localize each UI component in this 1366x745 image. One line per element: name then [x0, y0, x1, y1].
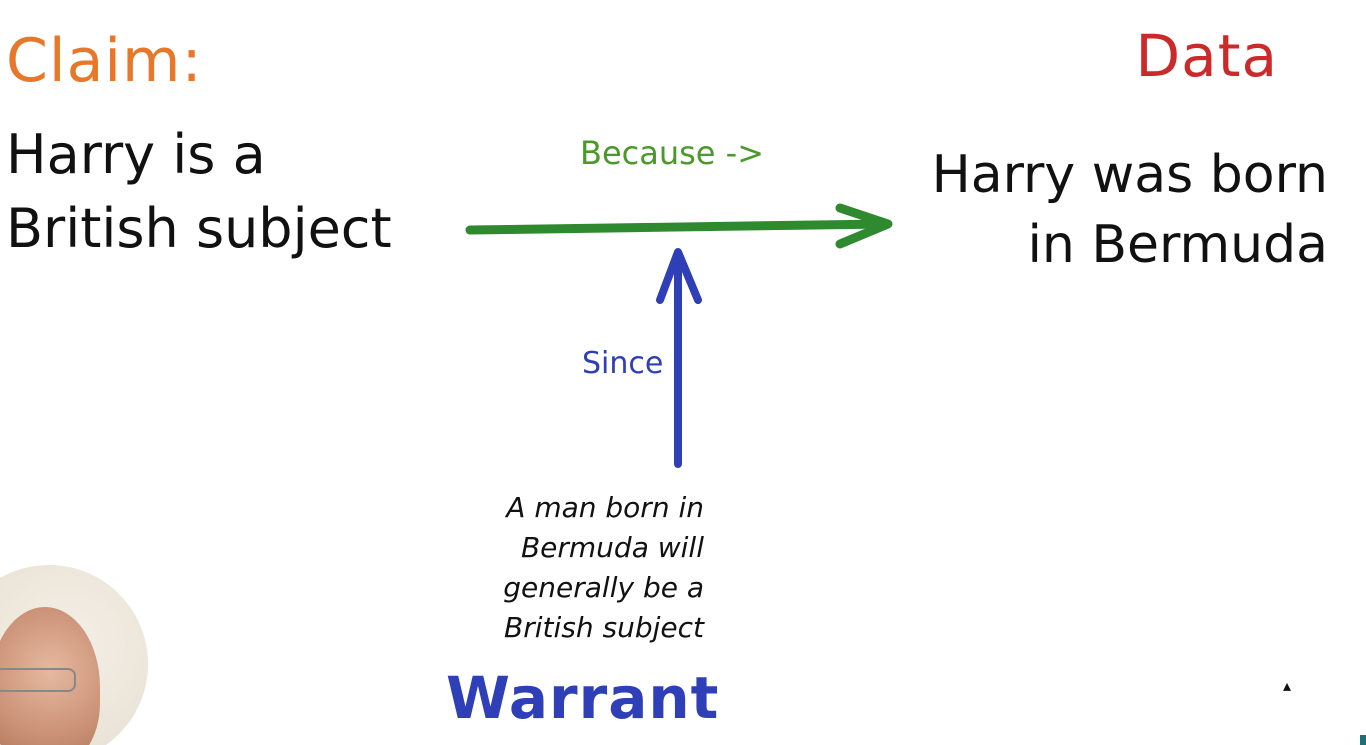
- warrant-line-4: British subject: [504, 611, 704, 644]
- presenter-face: [0, 607, 100, 745]
- claim-line-1: Harry is a: [6, 123, 266, 186]
- warrant-heading: Warrant: [446, 664, 720, 732]
- claim-line-2: British subject: [6, 197, 392, 260]
- corner-marker: [1360, 735, 1366, 745]
- since-label: Since: [582, 346, 664, 381]
- data-text: Harry was born in Bermuda: [932, 140, 1328, 280]
- data-heading: Data: [1135, 22, 1278, 90]
- because-label: Because ->: [580, 134, 765, 172]
- warrant-line-1: A man born in: [506, 491, 704, 524]
- glasses-icon: [0, 668, 76, 692]
- warrant-text: A man born in Bermuda will generally be …: [503, 488, 704, 648]
- warrant-line-2: Bermuda will: [520, 531, 704, 564]
- warrant-line-3: generally be a: [503, 571, 704, 604]
- because-arrow: [465, 203, 893, 249]
- mouse-cursor-icon: ▴: [1283, 676, 1292, 695]
- claim-text: Harry is a British subject: [6, 118, 392, 266]
- data-line-2: in Bermuda: [1027, 215, 1328, 275]
- since-arrow: [656, 248, 702, 468]
- data-line-1: Harry was born: [931, 145, 1328, 205]
- claim-heading: Claim:: [6, 26, 203, 96]
